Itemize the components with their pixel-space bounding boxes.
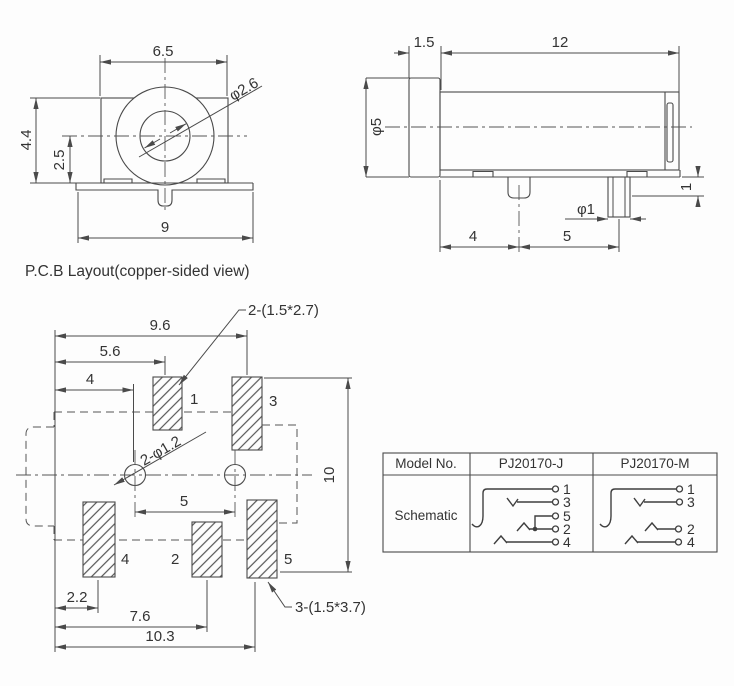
dim-side-body-dia: φ5: [368, 118, 385, 136]
schematic-j-pin-5: 5: [563, 508, 571, 524]
schematic-m-pin-2: 2: [687, 521, 695, 537]
front-base-outline: [75, 183, 254, 207]
pcb-layout: P.C.B Layout(copper-sided view) 1 3 4 2 …: [16, 263, 366, 652]
dim-side-pin-step: 1: [678, 183, 695, 191]
dim-front-center-height: 2.5: [51, 150, 68, 171]
schematic-j-pin-4: 4: [563, 534, 571, 550]
side-right-pin: [607, 176, 631, 218]
side-view: 1.5 12 φ5 φ1 1 4 5: [363, 34, 704, 252]
schematic-j: 1 3 5 2 4: [471, 481, 571, 550]
pcb-pad-label-5: 5: [284, 551, 292, 568]
dim-pcb-offset-3: 10.3: [145, 628, 174, 645]
dim-side-flange: 1.5: [414, 34, 435, 51]
table-row-schematic: Schematic: [394, 508, 457, 523]
side-flange-outline: [408, 77, 441, 178]
dim-pcb-height: 10: [321, 467, 338, 484]
dim-pcb-width-3: 4: [86, 371, 94, 388]
schematic-j-pin-2: 2: [563, 521, 571, 537]
pcb-large-pads-note: 3-(1.5*3.7): [295, 599, 366, 616]
dim-pcb-width-2: 5.6: [100, 343, 121, 360]
dim-pcb-width-1: 9.6: [150, 317, 171, 334]
dim-pcb-hole-pitch: 5: [180, 493, 188, 510]
dim-pcb-offset-1: 2.2: [67, 589, 88, 606]
dim-front-width: 6.5: [153, 43, 174, 60]
table-header-model-j: PJ20170-J: [499, 456, 564, 471]
pcb-pad-5: [246, 499, 278, 579]
dim-side-pitch-a: 4: [469, 228, 477, 245]
pcb-pad-label-2: 2: [171, 551, 179, 568]
pcb-pad-3: [231, 376, 263, 451]
pcb-pad-1: [152, 376, 183, 431]
dim-front-height: 4.4: [18, 130, 35, 151]
pcb-small-pads-note: 2-(1.5*2.7): [248, 302, 319, 319]
table-border: [382, 452, 718, 553]
model-table: Model No. PJ20170-J PJ20170-M Schematic …: [382, 452, 718, 553]
schematic-j-pin-1: 1: [563, 481, 571, 497]
schematic-j-pin-3: 3: [563, 494, 571, 510]
dim-pcb-offset-2: 7.6: [130, 608, 151, 625]
dim-side-pitch-b: 5: [563, 228, 571, 245]
side-body-outline: [439, 91, 680, 171]
dim-side-pin-dia: φ1: [577, 201, 595, 218]
dim-side-length: 12: [552, 34, 569, 51]
table-header-model-m: PJ20170-M: [620, 456, 689, 471]
dim-front-base-width: 9: [161, 219, 169, 236]
side-end-slot: [666, 102, 674, 163]
pcb-pad-label-1: 1: [190, 391, 198, 408]
schematic-m-pin-1: 1: [687, 481, 695, 497]
front-view: 6.5 φ2.6 4.4 2.5 9: [18, 43, 263, 243]
pcb-layout-title: P.C.B Layout(copper-sided view): [25, 263, 250, 280]
schematic-m: 1 3 2 4: [599, 481, 695, 550]
schematic-m-pin-4: 4: [687, 534, 695, 550]
pcb-pad-label-3: 3: [269, 393, 277, 410]
pcb-pad-label-4: 4: [121, 551, 129, 568]
table-header-model: Model No.: [395, 456, 457, 471]
schematic-m-pin-3: 3: [687, 494, 695, 510]
pcb-holes-note: 2-φ1.2: [138, 433, 185, 470]
pcb-pad-4: [82, 501, 116, 578]
pcb-pad-2: [191, 521, 223, 578]
dim-front-hole-dia: φ2.6: [227, 74, 262, 104]
